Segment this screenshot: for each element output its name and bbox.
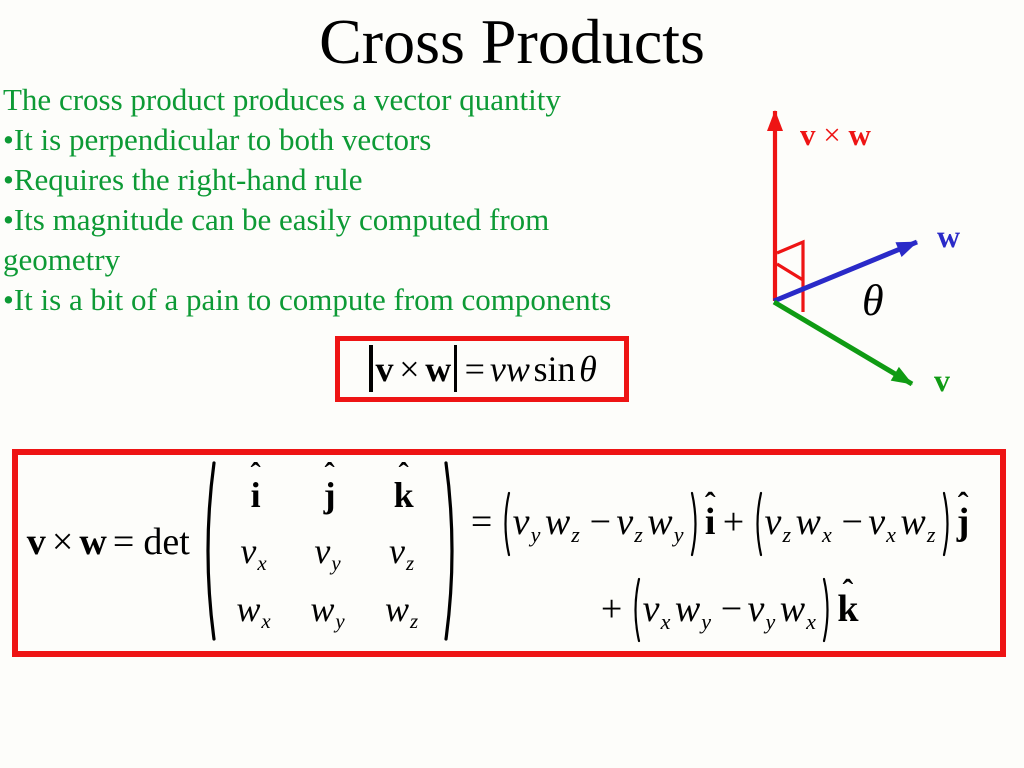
v-arrow [772,299,914,387]
theta-label: θ [862,276,884,325]
magnitude-formula: v×w=vwsinθ [367,332,597,406]
magnitude-formula-box: v×w=vwsinθ [335,336,629,402]
v-label: v [934,362,950,398]
vector-diagram: v × w w v θ [767,110,960,398]
bullet-line: •Its magnitude can be easily computed fr… [3,202,550,237]
bullet-line: geometry [3,242,121,277]
right-angle-marker [776,239,805,312]
cross-product-label: v × w [800,117,871,152]
bullet-line: •Requires the right-hand rule [3,162,363,197]
bullet-list: The cross product produces a vector quan… [3,80,723,320]
bullet-line: The cross product produces a vector quan… [3,82,561,117]
matrix-open-paren [198,461,218,644]
bullet-line: •It is perpendicular to both vectors [3,122,432,157]
slide-title: Cross Products [319,6,705,77]
bullet-line: •It is a bit of a pain to compute from c… [3,282,612,317]
matrix-close-paren [442,461,462,644]
w-arrow [773,239,918,304]
w-label: w [937,218,960,254]
determinant-lhs: v×w=det [26,521,190,563]
